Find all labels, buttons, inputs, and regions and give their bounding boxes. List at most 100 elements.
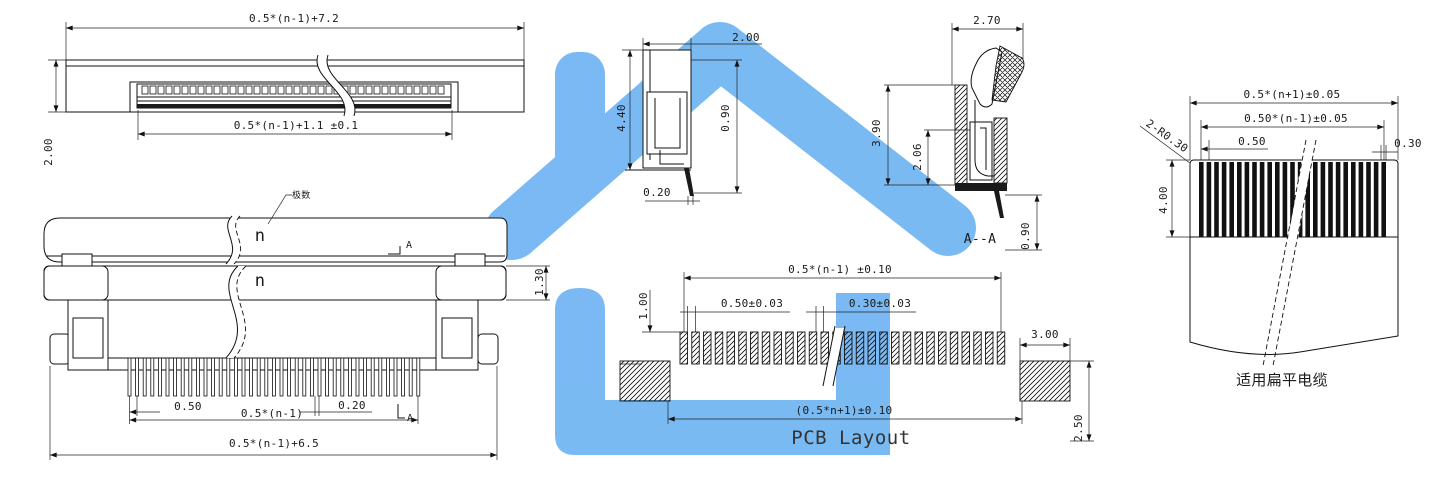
contact-cell xyxy=(389,85,397,95)
contact-pin xyxy=(264,357,269,397)
conductor-strip xyxy=(1290,162,1295,237)
overall-width-label: 0.5*(n-1)+7.2 xyxy=(249,12,339,25)
break-line xyxy=(225,215,233,265)
exposed-length-label: 4.00 xyxy=(1157,186,1170,214)
housing-base xyxy=(955,183,1007,191)
signal-pad xyxy=(773,331,782,365)
conductor-strip xyxy=(1221,162,1227,237)
overall-width-label: 0.5*(n+1)±0.05 xyxy=(1244,88,1341,101)
leader-line xyxy=(267,194,292,225)
house-logo-icon xyxy=(484,22,976,455)
conductor-strip xyxy=(1275,162,1280,237)
inner-height-label: 2.06 xyxy=(911,143,924,171)
break-line xyxy=(832,325,846,387)
break-line xyxy=(1262,139,1307,367)
contact-cell xyxy=(229,85,237,95)
pin-span-label: 0.5*(n-1) xyxy=(241,407,303,420)
contact-cell xyxy=(149,85,157,95)
anchor-pad-right xyxy=(1019,360,1071,402)
pin-width-label: 0.20 xyxy=(338,399,366,412)
contact-pin xyxy=(340,357,345,397)
pcb-layout-title: PCB Layout xyxy=(791,427,910,449)
conductor-strip xyxy=(1237,162,1242,237)
cable-caption: 适用扁平电缆 xyxy=(1236,371,1328,389)
end-cap-right xyxy=(435,265,507,301)
overall-width-label: 0.5*(n-1)+6.5 xyxy=(229,437,319,450)
contact-cell xyxy=(181,85,189,95)
break-band xyxy=(226,216,241,264)
pitch-label: 0.50 xyxy=(1238,135,1266,148)
signal-pad xyxy=(808,331,818,365)
signal-pad-row xyxy=(679,331,1006,365)
n-body-label: n xyxy=(255,271,266,291)
conductor-strip xyxy=(1282,162,1288,237)
overall-width-label: (0.5*n+1)±0.10 xyxy=(796,404,893,417)
signal-pad xyxy=(679,331,688,365)
corner-radius-label: 2-R0.30 xyxy=(1143,117,1190,155)
pitch-label: 0.50 xyxy=(174,400,202,413)
contact-cell xyxy=(253,85,261,95)
pin-width-label: 0.20 xyxy=(643,186,671,199)
pcb-layout-view: 0.5*(n-1) ±0.10 1.00 0.50±0.03 0.30±0.03… xyxy=(619,263,1094,449)
pitch-label: 0.50±0.03 xyxy=(721,297,783,310)
contact-cell xyxy=(213,85,221,95)
conductor-strip xyxy=(1305,162,1310,237)
contact-cell xyxy=(245,85,253,95)
contact-cavity xyxy=(646,91,688,155)
height-label: 1.30 xyxy=(533,268,546,296)
anchor-height-label: 2.50 xyxy=(1072,414,1085,442)
contact-cell xyxy=(165,85,173,95)
height-label: 2.00 xyxy=(42,138,55,166)
hinge-right xyxy=(454,253,486,267)
conductor-strip xyxy=(1366,162,1371,237)
housing-wall-left xyxy=(954,84,968,186)
actuator-flap xyxy=(43,217,508,263)
contact-cell xyxy=(429,85,437,95)
slot-base-bar xyxy=(137,104,451,108)
anchor-width-label: 3.00 xyxy=(1031,328,1059,341)
signal-pad xyxy=(738,331,747,365)
conductor-strip xyxy=(1358,162,1364,237)
conductor-strip xyxy=(1328,162,1333,237)
section-marker-line xyxy=(388,246,401,255)
contact-pin xyxy=(347,357,352,397)
signal-pad xyxy=(914,331,923,365)
contact-cell xyxy=(381,85,389,95)
height-label: 4.40 xyxy=(615,104,628,132)
contact-cell xyxy=(157,85,165,95)
contact-pin xyxy=(211,357,216,397)
break-line xyxy=(233,215,241,265)
n-actuator-label: n xyxy=(255,226,266,246)
contact-pin xyxy=(249,357,254,397)
side-view: 2.00 4.40 0.90 0.20 xyxy=(615,31,762,205)
contact-spring xyxy=(974,100,994,177)
conductor-strip-row xyxy=(1199,162,1386,237)
contact-cell xyxy=(357,85,365,95)
width-label: 2.70 xyxy=(973,14,1001,27)
conductor-strip xyxy=(1343,162,1348,237)
break-line xyxy=(233,265,247,359)
contact-pin xyxy=(393,357,398,397)
contact-cell xyxy=(301,85,309,95)
signal-pad xyxy=(714,331,724,365)
contact-cavity xyxy=(969,121,993,181)
contact-pin xyxy=(302,357,307,397)
section-mark-top: A xyxy=(406,240,412,251)
contact-pin xyxy=(173,357,178,397)
contact-pin xyxy=(218,357,223,397)
ear-left xyxy=(49,333,71,365)
contact-span-label: 0.5*(n-1)+1.1 ±0.1 xyxy=(234,119,359,132)
contact-cell xyxy=(397,85,405,95)
conductor-strip xyxy=(1244,162,1250,237)
pad-span-label: 0.5*(n-1) ±0.10 xyxy=(788,263,892,276)
signal-pad xyxy=(973,331,982,365)
contact-cell xyxy=(309,85,317,95)
contact-cell xyxy=(277,85,285,95)
contact-cell xyxy=(285,85,293,95)
pin-tail xyxy=(994,191,1004,218)
contact-pin xyxy=(309,357,314,397)
contact-pin xyxy=(256,357,261,397)
contact-cell xyxy=(173,85,181,95)
contact-pin xyxy=(363,357,368,397)
contact-pin xyxy=(150,357,155,397)
